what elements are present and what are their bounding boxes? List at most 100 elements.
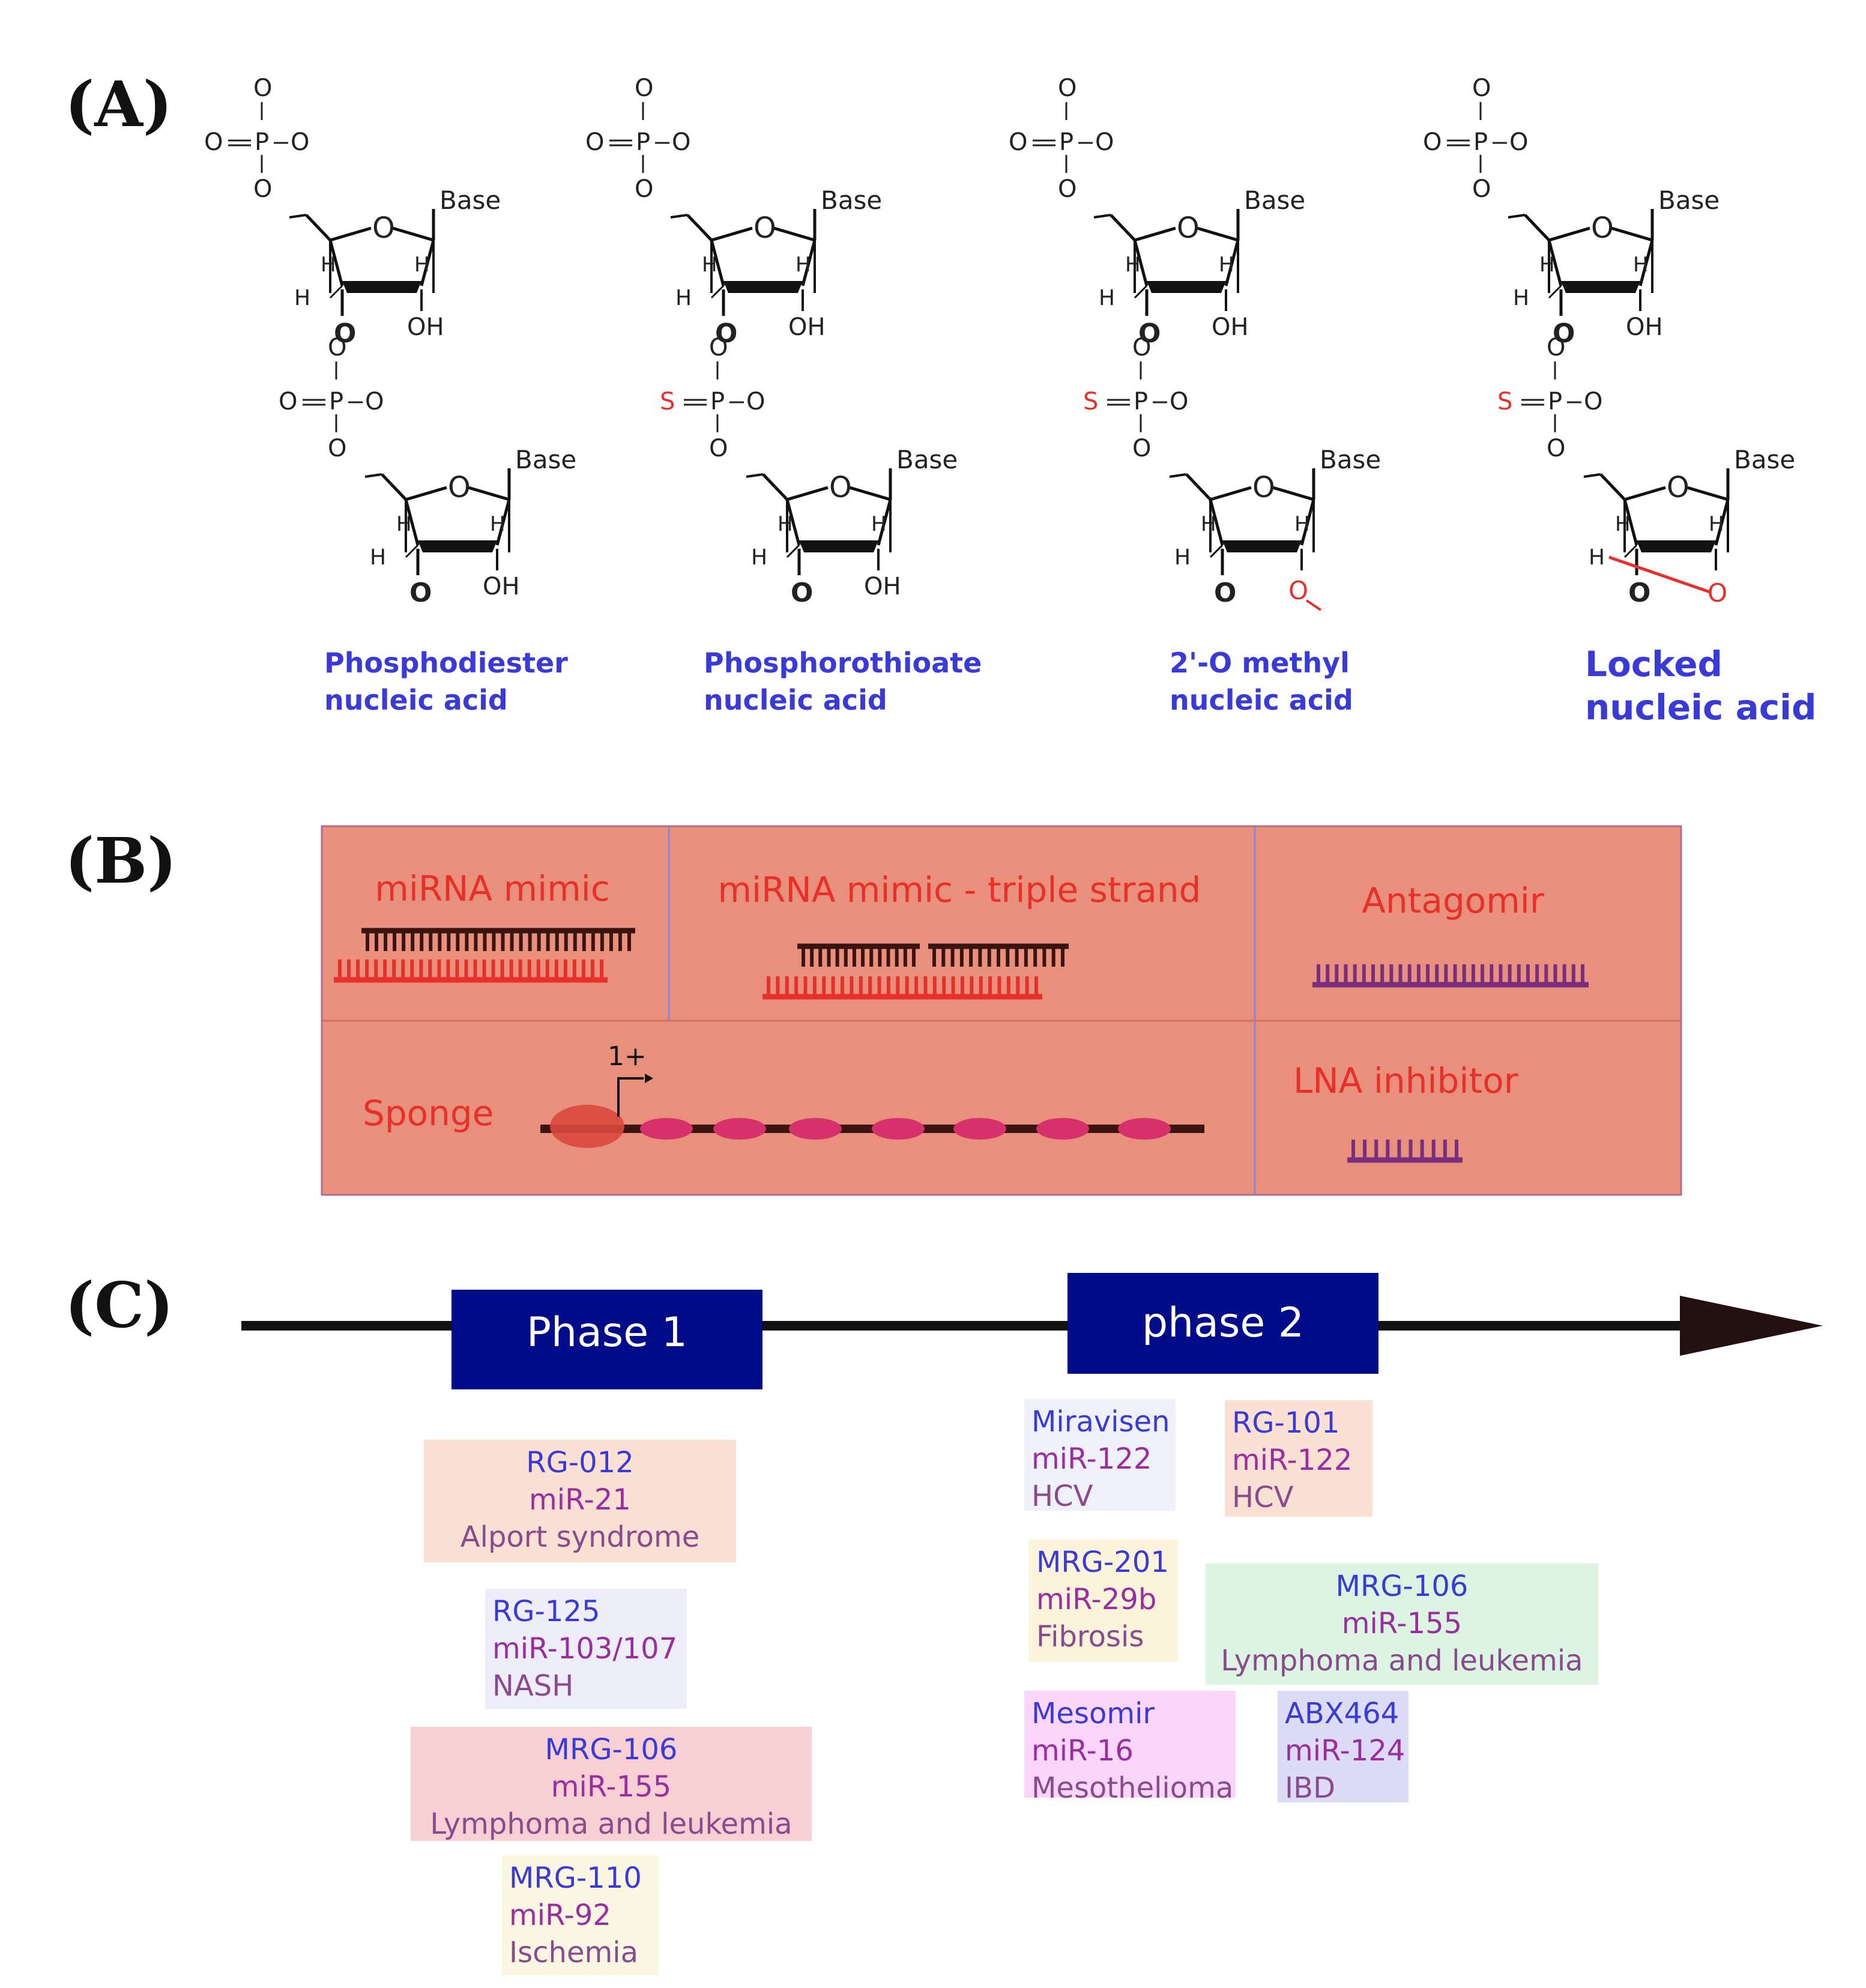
trial-target: miR-92 <box>509 1899 611 1932</box>
svg-text:Base: Base <box>439 186 501 215</box>
panel-label-b: (B) <box>65 824 177 898</box>
svg-text:H: H <box>414 253 430 277</box>
structure-caption-line2: nucleic acid <box>704 684 887 716</box>
rna-strand <box>334 959 608 983</box>
rna-strand <box>1347 1140 1463 1163</box>
svg-text:H: H <box>1615 512 1631 536</box>
svg-text:P: P <box>255 128 269 156</box>
sponge-binding-site <box>1118 1118 1171 1140</box>
svg-text:O: O <box>1553 318 1575 349</box>
trial-target: miR-16 <box>1031 1734 1134 1768</box>
structure-caption-line1: Phosphodiester <box>324 647 568 679</box>
sponge-binding-site <box>953 1118 1006 1140</box>
svg-text:O: O <box>1138 318 1161 349</box>
trial-disease: NASH <box>492 1669 573 1703</box>
trial-target: miR-155 <box>1342 1607 1462 1640</box>
phase-2-box: phase 2 <box>1067 1273 1378 1374</box>
strand-illustrations <box>334 928 1589 1163</box>
triple-strand-title: miRNA mimic - triple strand <box>717 869 1201 910</box>
svg-text:O: O <box>365 388 384 415</box>
trial-target: miR-122 <box>1232 1443 1352 1477</box>
svg-text:P: P <box>329 388 343 415</box>
svg-text:O: O <box>334 318 356 349</box>
svg-text:O: O <box>448 471 471 504</box>
svg-text:O: O <box>253 74 272 102</box>
svg-text:H: H <box>1633 253 1649 277</box>
svg-text:O: O <box>1472 74 1491 102</box>
trial-disease: Alport syndrome <box>460 1520 699 1554</box>
trial-target: miR-29b <box>1036 1583 1156 1616</box>
svg-text:H: H <box>1219 253 1234 277</box>
rna-strand <box>928 943 1069 967</box>
svg-text:P: P <box>636 128 650 156</box>
sponge-binding-site <box>789 1118 842 1140</box>
mimic-title: miRNA mimic <box>375 868 610 909</box>
svg-text:P: P <box>1059 128 1073 156</box>
svg-text:O: O <box>715 318 737 349</box>
trial-target: miR-103/107 <box>492 1632 677 1666</box>
trial-target: miR-124 <box>1285 1734 1405 1768</box>
svg-text:P: P <box>710 388 725 415</box>
sponge-binding-site <box>640 1118 693 1140</box>
svg-text:O: O <box>1177 211 1200 245</box>
svg-text:O: O <box>1423 128 1442 156</box>
sulfur-atom: S <box>660 388 675 415</box>
trial-drug-name: ABX464 <box>1285 1697 1399 1730</box>
svg-text:Base: Base <box>1320 445 1381 474</box>
svg-text:O: O <box>746 388 765 415</box>
svg-text:O: O <box>1214 578 1236 608</box>
svg-text:P: P <box>1473 128 1488 156</box>
svg-text:O: O <box>635 74 653 102</box>
svg-text:O: O <box>709 334 728 361</box>
trial-disease: Fibrosis <box>1036 1620 1144 1654</box>
svg-text:H: H <box>294 286 310 310</box>
svg-text:H: H <box>871 512 887 536</box>
trial-drug-name: MRG-110 <box>509 1861 642 1895</box>
structure-caption-line2: nucleic acid <box>1585 687 1817 728</box>
trial-drug-name: MRG-201 <box>1036 1545 1169 1579</box>
svg-text:OH: OH <box>483 573 520 600</box>
svg-text:H: H <box>490 512 506 536</box>
svg-text:O: O <box>1628 578 1650 608</box>
svg-text:O: O <box>829 471 852 504</box>
phase-1-label: Phase 1 <box>527 1309 687 1356</box>
svg-text:Base: Base <box>515 445 576 474</box>
phase-1-box: Phase 1 <box>451 1290 762 1389</box>
svg-text:O: O <box>585 128 604 156</box>
svg-text:O: O <box>328 334 346 361</box>
trial-disease: Mesothelioma <box>1031 1771 1233 1805</box>
sulfur-atom: S <box>1497 388 1512 415</box>
svg-text:H: H <box>370 545 386 570</box>
structure-caption-line1: Phosphorothioate <box>704 647 982 679</box>
svg-text:H: H <box>1589 545 1605 570</box>
svg-text:H: H <box>796 253 811 277</box>
svg-text:O: O <box>1472 175 1491 203</box>
svg-text:OH: OH <box>407 313 444 341</box>
trial-target: miR-122 <box>1031 1442 1152 1476</box>
trial-disease: Lymphoma and leukemia <box>1221 1644 1583 1678</box>
antagomir-title: Antagomir <box>1362 880 1544 921</box>
svg-text:OH: OH <box>864 573 901 600</box>
panel-label-c: (C) <box>65 1268 174 1342</box>
svg-text:H: H <box>1709 512 1724 536</box>
svg-text:O: O <box>372 211 395 245</box>
rna-strand <box>1312 964 1589 988</box>
svg-text:O: O <box>709 435 728 462</box>
svg-text:O: O <box>1132 435 1151 462</box>
svg-text:O: O <box>204 128 223 156</box>
rna-strand <box>762 976 1042 1000</box>
svg-text:O: O <box>1584 388 1602 415</box>
svg-text:Base: Base <box>1244 186 1305 215</box>
svg-text:O: O <box>1252 471 1275 504</box>
svg-text:O: O <box>672 128 690 156</box>
structure-caption-line1: 2'-O methyl <box>1170 647 1350 679</box>
